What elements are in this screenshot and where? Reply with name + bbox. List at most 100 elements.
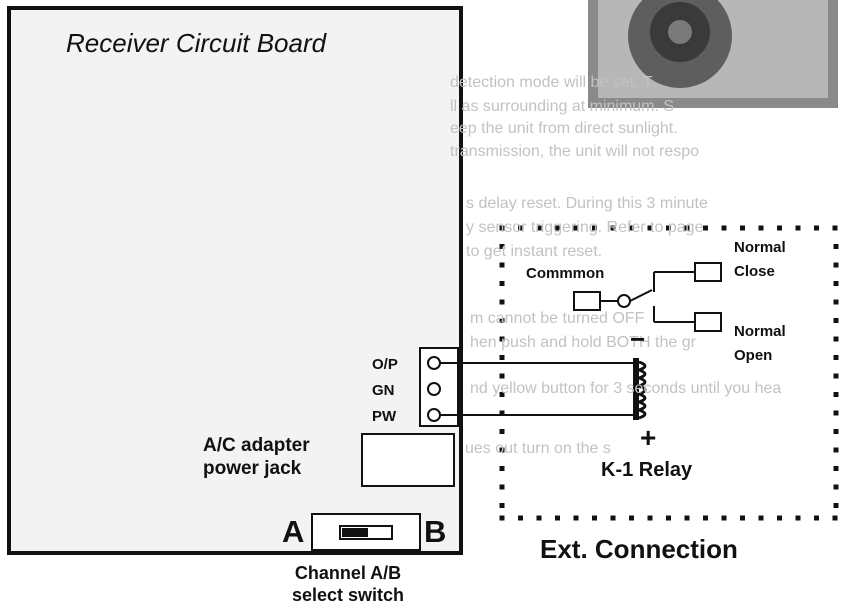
bg-text-line: ll as surrounding at minimum. S: [450, 98, 675, 115]
border-dot: [833, 466, 839, 471]
border-dot: [832, 225, 838, 231]
border-dot: [592, 225, 597, 231]
border-dot: [684, 225, 690, 231]
border-dot: [777, 225, 782, 231]
border-dot: [499, 515, 505, 521]
pin-label-pw: PW: [372, 408, 397, 425]
relay-contacts: [573, 262, 722, 332]
border-dot: [833, 244, 839, 249]
wires: [440, 362, 633, 416]
border-dot: [499, 373, 505, 379]
product-photo: [588, 0, 838, 108]
pin-label-gn: GN: [372, 382, 395, 399]
jack-label-line2: power jack: [203, 458, 302, 479]
border-dot: [499, 262, 505, 268]
border-dot: [833, 355, 839, 360]
border-dot: [647, 225, 653, 231]
bg-text-line: hen push and hold BOTH the gr: [470, 334, 696, 351]
border-dot: [758, 515, 764, 521]
border-dot: [833, 318, 839, 323]
relay-name: K-1 Relay: [601, 459, 693, 481]
border-dot: [536, 225, 542, 231]
border-dot: [795, 225, 801, 231]
bg-text-line: eep the unit from direct sunlight.: [450, 120, 678, 137]
border-dot: [499, 484, 505, 490]
border-dot: [499, 466, 505, 471]
switch-caption-line1: Channel A/B: [294, 563, 402, 583]
bg-text-line: nd yellow button for 3 seconds until you…: [470, 380, 782, 397]
relay-nc-label-line2: Close: [734, 263, 775, 280]
border-dot: [833, 373, 839, 379]
relay-no-label-line2: Open: [734, 347, 773, 364]
border-dot: [499, 429, 505, 434]
relay-plus-sign: +: [640, 422, 657, 453]
border-dot: [666, 515, 671, 521]
border-dot: [833, 429, 839, 434]
border-dot: [814, 225, 819, 231]
border-dot: [647, 515, 653, 521]
border-dot: [499, 318, 505, 323]
border-dot: [740, 225, 745, 231]
border-dot: [499, 281, 505, 286]
bg-text-line: y sensor triggering. Refer to page: [466, 219, 704, 236]
border-dot: [833, 299, 839, 305]
border-dot: [499, 392, 505, 397]
border-dot: [833, 281, 839, 286]
bg-text-line: s delay reset. During this 3 minute: [466, 195, 708, 212]
border-dot: [832, 515, 838, 521]
relay-no-label-line1: Normal: [734, 323, 786, 340]
border-dot: [833, 336, 839, 342]
border-dot: [833, 392, 839, 397]
border-dot: [666, 225, 671, 231]
border-dot: [758, 225, 764, 231]
switch-caption-line2: select switch: [291, 585, 405, 605]
border-dot: [610, 225, 616, 231]
bg-text-line: transmission, the unit will not respo: [450, 143, 699, 160]
border-dot: [795, 515, 801, 521]
border-dot: [833, 410, 839, 416]
border-dot: [777, 515, 782, 521]
relay-nc-label-line1: Normal: [734, 239, 786, 256]
border-dot: [499, 299, 505, 305]
bg-text-line: m cannot be turned OFF: [470, 310, 645, 327]
border-dot: [833, 503, 839, 508]
border-dot: [555, 225, 560, 231]
border-dot: [536, 515, 542, 521]
channel-switch: [311, 513, 421, 551]
border-dot: [555, 515, 560, 521]
border-dot: [573, 515, 579, 521]
border-dot: [499, 244, 505, 249]
ext-connection-caption: Ext. Connection: [540, 534, 738, 564]
power-jack: [361, 433, 455, 487]
border-dot: [499, 447, 505, 453]
border-dot: [833, 447, 839, 453]
jack-label-line1: A/C adapter: [203, 435, 310, 456]
border-dot: [703, 515, 708, 521]
pin-terminal: [419, 347, 459, 427]
border-dot: [740, 515, 745, 521]
border-dot: [592, 515, 597, 521]
border-dot: [499, 503, 505, 508]
ext-connection-box: [499, 225, 839, 521]
border-dot: [518, 515, 523, 521]
border-dot: [518, 225, 523, 231]
bg-text-line: to get instant reset.: [466, 243, 603, 260]
border-dot: [703, 225, 708, 231]
border-dot: [499, 355, 505, 360]
switch-label-b: B: [424, 514, 447, 549]
relay-common-label: Commmon: [526, 265, 605, 282]
border-dot: [721, 515, 727, 521]
board-title: Receiver Circuit Board: [66, 28, 327, 58]
border-dot: [629, 515, 634, 521]
border-dot: [499, 410, 505, 416]
bg-text-line: ues out turn on the s: [465, 440, 611, 457]
border-dot: [629, 225, 634, 231]
border-dot: [499, 225, 505, 231]
pin-label-op: O/P: [372, 356, 398, 373]
bg-text-line: detection mode will be set. T: [450, 74, 653, 91]
border-dot: [833, 484, 839, 490]
border-dot: [684, 515, 690, 521]
border-dot: [814, 515, 819, 521]
border-dot: [499, 336, 505, 342]
